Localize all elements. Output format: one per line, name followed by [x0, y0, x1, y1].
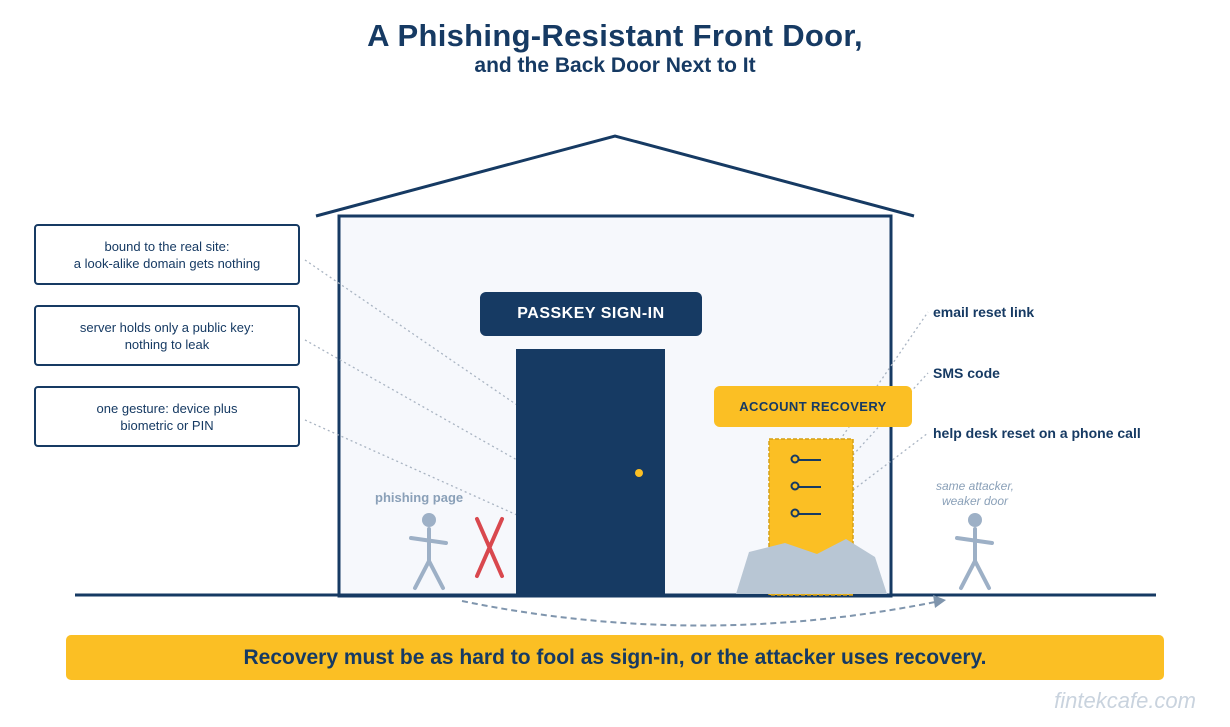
house-roof: [315, 134, 915, 218]
person-icon: [409, 513, 448, 590]
door-knob-icon: [635, 469, 643, 477]
bypass-email-reset: email reset link: [933, 304, 1035, 320]
rubble-icon: [736, 539, 887, 594]
callout-text: server holds only a public key: nothing …: [79, 319, 255, 352]
page-title: A Phishing-Resistant Front Door,: [367, 18, 863, 53]
callout-public-key: server holds only a public key: nothing …: [34, 305, 300, 366]
bypass-help-desk: help desk reset on a phone call: [933, 425, 1141, 441]
key-hole-icon: [790, 454, 821, 518]
banner-text: Recovery must be as hard to fool as sign…: [243, 645, 987, 669]
leader-line-helpdesk: [852, 432, 929, 491]
bypass-sms-code: SMS code: [933, 365, 1000, 381]
leader-line-3: [304, 419, 518, 516]
attack-path-arrow: [461, 600, 941, 627]
cross-icon: [475, 517, 504, 578]
phishing-page-label: phishing page: [375, 490, 464, 505]
leader-line-2: [304, 339, 518, 461]
passkey-sign-in-label: PASSKEY SIGN-IN: [480, 292, 702, 336]
callout-bound-site: bound to the real site: a look-alike dom…: [34, 224, 300, 285]
arrow-head-icon: [933, 595, 946, 608]
person-icon: [955, 513, 994, 590]
page-subtitle: and the Back Door Next to It: [474, 54, 756, 77]
takeaway-banner: Recovery must be as hard to fool as sign…: [66, 635, 1164, 680]
attacker-note: same attacker, weaker door: [935, 479, 1015, 508]
callout-text: one gesture: device plus biometric or PI…: [96, 400, 238, 433]
watermark: fintekcafe.com: [1054, 688, 1196, 713]
callout-text: bound to the real site: a look-alike dom…: [73, 238, 261, 271]
callout-one-gesture: one gesture: device plus biometric or PI…: [34, 386, 300, 447]
account-recovery-label: ACCOUNT RECOVERY: [714, 386, 912, 427]
